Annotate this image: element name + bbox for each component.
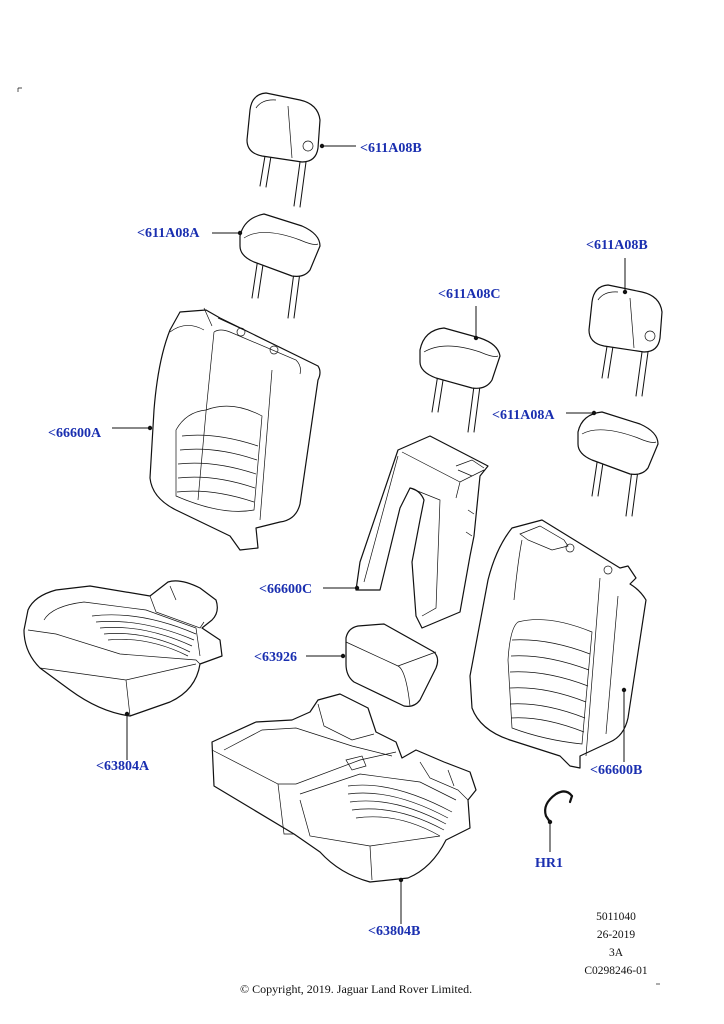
headrest-611a08a-left <box>212 213 321 319</box>
cushion-63804b <box>211 693 477 924</box>
hook-hr1 <box>544 790 574 852</box>
headrest-611a08c <box>419 306 501 433</box>
headrest-611a08b-left <box>246 92 356 208</box>
callout-611a08c[interactable]: <611A08C <box>438 287 501 302</box>
reference-code: C0298246-01 <box>584 965 648 977</box>
reference-revision: 3A <box>608 947 624 959</box>
callout-66600c[interactable]: <66600C <box>259 582 313 597</box>
callout-63804b[interactable]: <63804B <box>368 924 421 939</box>
backrest-66600a <box>112 307 321 551</box>
corner-mark-top-left <box>17 87 22 92</box>
callout-611a08a-right[interactable]: <611A08A <box>492 408 555 423</box>
callout-63926[interactable]: <63926 <box>254 650 297 665</box>
reference-number: 5011040 <box>596 911 636 923</box>
callout-611a08b-left[interactable]: <611A08B <box>360 141 422 156</box>
callout-611a08a-left[interactable]: <611A08A <box>137 226 200 241</box>
headrest-611a08a-right <box>566 410 659 517</box>
backrest-66600c <box>323 435 489 629</box>
backrest-66600b <box>469 519 647 769</box>
callout-611a08b-right[interactable]: <611A08B <box>586 238 648 253</box>
armrest-63926 <box>306 623 439 707</box>
headrest-611a08b-right <box>588 258 663 397</box>
callout-63804a[interactable]: <63804A <box>96 759 150 774</box>
copyright-notice: © Copyright, 2019. Jaguar Land Rover Lim… <box>240 982 473 996</box>
cushion-63804a <box>23 580 223 760</box>
callout-66600a[interactable]: <66600A <box>48 426 102 441</box>
callout-hr1[interactable]: HR1 <box>535 856 563 871</box>
reference-date: 26-2019 <box>596 929 636 941</box>
callout-66600b[interactable]: <66600B <box>590 763 643 778</box>
